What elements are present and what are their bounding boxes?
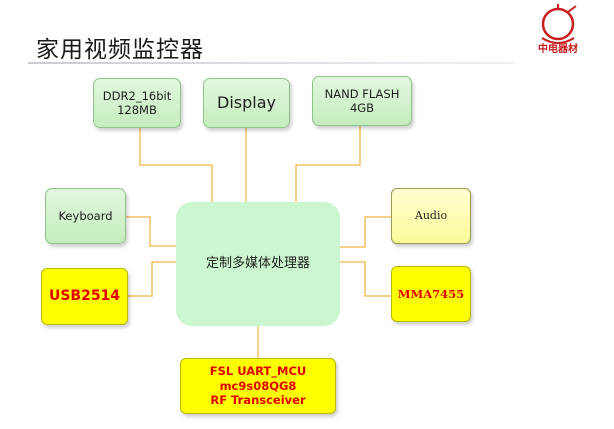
wire-mma: [340, 261, 391, 297]
wire-usb: [128, 261, 176, 297]
title-underline: [28, 62, 514, 64]
usb-label: USB2514: [48, 287, 121, 304]
keyboard-label: Keyboard: [58, 208, 113, 223]
uart-line2: mc9s08QG8: [219, 378, 297, 393]
audio-block: Audio: [391, 188, 471, 244]
ddr-memory-block: DDR2_16bit 128MB: [93, 78, 181, 128]
nand-line2: 4GB: [349, 101, 375, 115]
wire-ddr: [139, 128, 213, 205]
audio-label: Audio: [414, 209, 448, 223]
wire-audio: [340, 216, 391, 248]
ddr-line1: DDR2_16bit: [102, 88, 172, 103]
ddr-line2: 128MB: [117, 103, 157, 117]
usb-hub-block: USB2514: [41, 268, 128, 325]
uart-line3: RF Transceiver: [210, 393, 306, 408]
accelerometer-block: MMA7455: [391, 266, 471, 322]
company-logo-icon: [541, 4, 577, 44]
mma-label: MMA7455: [397, 286, 465, 301]
nand-flash-block: NAND FLASH 4GB: [312, 76, 412, 126]
display-label: Display: [217, 93, 276, 112]
wire-keyboard: [126, 216, 176, 247]
uart-mcu-block: FSL UART_MCU mc9s08QG8 RF Transceiver: [180, 358, 336, 414]
page-title: 家用视频监控器: [36, 37, 204, 63]
multimedia-processor-block: 定制多媒体处理器: [176, 202, 340, 326]
keyboard-block: Keyboard: [45, 188, 126, 244]
processor-label: 定制多媒体处理器: [205, 255, 310, 271]
wire-nand: [295, 126, 361, 205]
nand-line1: NAND FLASH: [324, 86, 400, 101]
display-block: Display: [203, 78, 290, 128]
uart-line1: FSL UART_MCU: [209, 364, 307, 379]
company-logo-caption: 中电器材: [538, 44, 578, 55]
